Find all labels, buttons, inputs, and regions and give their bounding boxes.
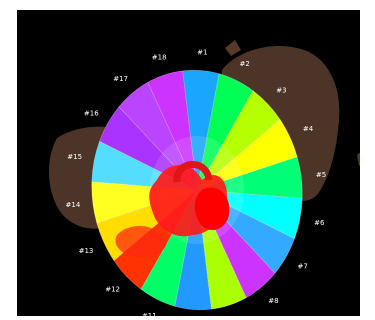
segment-label-4: #4 bbox=[303, 125, 314, 133]
segment-label-17: #17 bbox=[113, 75, 128, 83]
heart-model bbox=[115, 161, 230, 257]
segment-1[interactable] bbox=[182, 69, 220, 191]
organ-fragment-top bbox=[225, 40, 241, 56]
segment-4[interactable] bbox=[196, 119, 298, 191]
segment-18[interactable] bbox=[147, 70, 198, 191]
segment-label-3: #3 bbox=[276, 87, 286, 95]
segment-label-16: #16 bbox=[84, 109, 99, 117]
segment-10[interactable] bbox=[174, 189, 212, 311]
segment-label-14: #14 bbox=[66, 201, 81, 209]
segment-label-7: #7 bbox=[298, 263, 308, 271]
organ-fragment-right bbox=[357, 152, 360, 166]
segment-label-2: #2 bbox=[240, 60, 250, 68]
segment-label-11: #11 bbox=[142, 312, 157, 316]
segment-label-18: #18 bbox=[152, 54, 167, 62]
segment-label-8: #8 bbox=[268, 297, 278, 305]
segment-2[interactable] bbox=[196, 73, 254, 191]
segment-label-13: #13 bbox=[79, 247, 94, 255]
segment-model-view[interactable]: #1#2#3#4#5#6#7#8#9#10#11#12#13#14#15#16#… bbox=[17, 10, 360, 316]
segment-labels: #1#2#3#4#5#6#7#8#9#10#11#12#13#14#15#16#… bbox=[66, 49, 327, 317]
segment-17[interactable] bbox=[118, 81, 198, 191]
segment-label-12: #12 bbox=[105, 286, 120, 294]
segment-label-15: #15 bbox=[67, 153, 82, 161]
heart-vessel-loop bbox=[173, 161, 213, 183]
segment-3[interactable] bbox=[196, 90, 281, 191]
segment-label-6: #6 bbox=[314, 219, 325, 227]
heart-right-chamber bbox=[194, 187, 230, 231]
3d-viewer[interactable]: #1#2#3#4#5#6#7#8#9#10#11#12#13#14#15#16#… bbox=[17, 10, 360, 316]
heart-lower-chamber bbox=[115, 225, 167, 257]
segment-label-5: #5 bbox=[316, 171, 326, 179]
segment-label-1: #1 bbox=[197, 49, 207, 57]
